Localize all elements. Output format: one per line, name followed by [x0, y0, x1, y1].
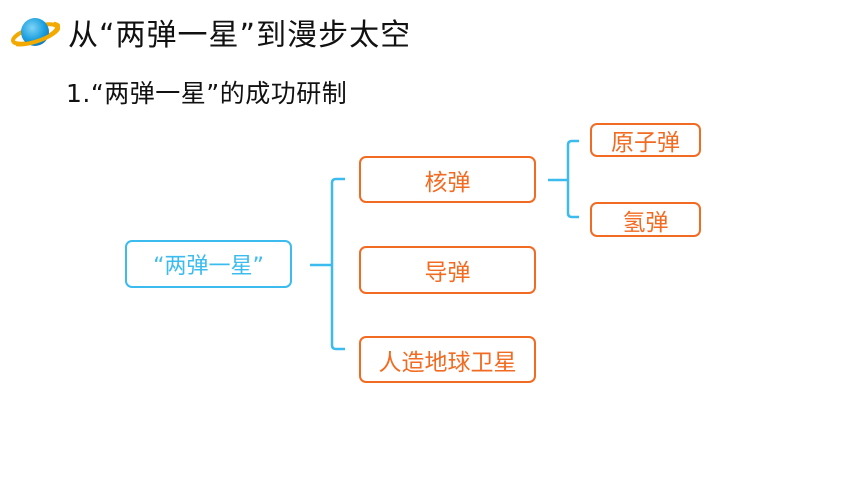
nuclear-bracket — [566, 139, 579, 219]
header: 从“两弹一星”到漫步太空 — [10, 10, 411, 54]
section-subtitle: 1.“两弹一星”的成功研制 — [66, 79, 348, 108]
page-title: 从“两弹一星”到漫步太空 — [68, 18, 412, 53]
satellite-node: 人造地球卫星 — [359, 336, 536, 383]
hydrogen-bomb-node: 氢弹 — [590, 202, 701, 237]
root-node: “两弹一星” — [125, 240, 292, 288]
planet-icon — [11, 18, 60, 47]
atomic-bomb-node: 原子弹 — [590, 123, 701, 157]
root-bracket — [330, 177, 345, 351]
nuclear-weapon-node: 核弹 — [359, 156, 536, 203]
missile-node: 导弹 — [359, 246, 536, 294]
